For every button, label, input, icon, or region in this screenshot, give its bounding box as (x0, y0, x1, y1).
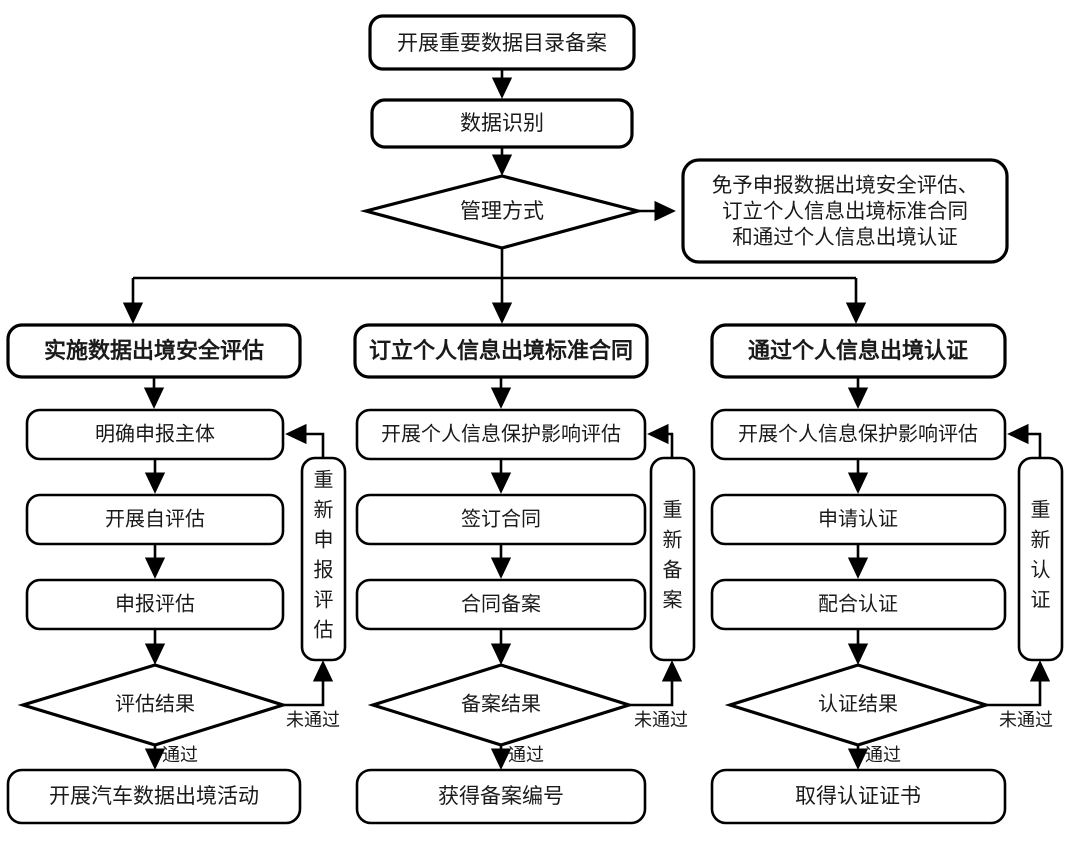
branch2-loop-char-1: 新 (663, 528, 683, 552)
branch1-loop-char-2: 申 (314, 528, 334, 552)
branch1-step-2-label: 开展自评估 (105, 507, 205, 531)
branch3-loop-char-3: 证 (1031, 588, 1051, 612)
branch1-result-shape (6, 768, 302, 825)
branch3-pass-label: 通过 (865, 745, 901, 766)
branch2-loop-char-0: 重 (663, 498, 683, 522)
node-exempt-line3: 和通过个人信息出境认证 (732, 225, 958, 249)
branch1-result[interactable]: 开展汽车数据出境活动 (6, 768, 302, 825)
branch1-loop-char-3: 报 (314, 558, 334, 582)
branch1-loop-char-5: 估 (314, 618, 334, 642)
branch1-step-2[interactable]: 开展自评估 (25, 493, 285, 546)
branch3-header-label: 通过个人信息出境认证 (748, 338, 968, 364)
branch3-loop-char-2: 认 (1031, 558, 1051, 582)
branch2-result-label: 获得备案编号 (438, 784, 564, 808)
branch2-loop-char-2: 备 (663, 558, 683, 582)
branch3-step-3-label: 配合认证 (818, 592, 898, 616)
branch3-step-3[interactable]: 配合认证 (710, 578, 1007, 631)
branch2-loop-char-3: 案 (663, 588, 683, 612)
branch1-loop-box[interactable]: 重 新 申 报 评 估 (300, 456, 347, 662)
edge-branch3-loop-return (1007, 423, 1042, 458)
branch2-step-3-label: 合同备案 (461, 592, 541, 616)
branch2-fail-label: 未通过 (634, 710, 688, 731)
branch3-result-label: 取得认证证书 (795, 784, 921, 808)
branch1-header-label: 实施数据出境安全评估 (44, 338, 264, 364)
branch3-result[interactable]: 取得认证证书 (710, 768, 1007, 825)
branch1-loop-char-4: 评 (314, 588, 334, 612)
node-identify-label: 数据识别 (460, 111, 544, 135)
branch2-step-1[interactable]: 开展个人信息保护影响评估 (355, 408, 647, 461)
branch2-decision-label: 备案结果 (461, 692, 541, 716)
branch3-step-2[interactable]: 申请认证 (710, 493, 1007, 546)
node-identify[interactable]: 数据识别 (370, 98, 634, 149)
branch1-step-1-label: 明确申报主体 (95, 422, 215, 446)
node-decision-management-mode[interactable]: 管理方式 (359, 174, 645, 250)
branch3-loop-char-0: 重 (1031, 498, 1051, 522)
branch3-fail-label: 未通过 (999, 710, 1053, 731)
branch3-loop-box[interactable]: 重 新 认 证 (1017, 456, 1064, 662)
branch3-decision-label: 认证结果 (818, 692, 898, 716)
branch2-result[interactable]: 获得备案编号 (355, 768, 647, 825)
branch2-result-shape (355, 768, 647, 825)
branch1-decision[interactable]: 评估结果 (17, 663, 289, 747)
branch3-step-2-label: 申请认证 (818, 507, 898, 531)
branch3-result-shape (710, 768, 1007, 825)
branch3-header[interactable]: 通过个人信息出境认证 (710, 323, 1007, 379)
branch2-header-label: 订立个人信息出境标准合同 (369, 338, 633, 364)
node-exempt-line1: 免予申报数据出境安全评估、 (712, 173, 979, 197)
branch1-pass-label: 通过 (162, 745, 198, 766)
edge-branch1-fail (283, 660, 334, 707)
edge-branch2-loop-return (647, 423, 674, 458)
branch2-step-3[interactable]: 合同备案 (355, 578, 647, 631)
branch1-loop-char-1: 新 (314, 498, 334, 522)
edge-branch2-fail (629, 660, 683, 707)
node-start[interactable]: 开展重要数据目录备案 (368, 14, 636, 71)
branch1-loop-char-0: 重 (314, 468, 334, 492)
branch3-loop-char-1: 新 (1031, 528, 1051, 552)
branch1-header[interactable]: 实施数据出境安全评估 (6, 323, 302, 379)
branch1-decision-label: 评估结果 (115, 692, 195, 716)
branch1-step-3-label: 申报评估 (115, 592, 195, 616)
node-decision-label: 管理方式 (460, 199, 544, 223)
branch2-loop-box[interactable]: 重 新 备 案 (649, 456, 696, 662)
branch1-result-label: 开展汽车数据出境活动 (49, 784, 259, 808)
branch3-step-1-label: 开展个人信息保护影响评估 (738, 422, 978, 446)
branch2-decision[interactable]: 备案结果 (367, 663, 635, 747)
node-start-label: 开展重要数据目录备案 (397, 31, 607, 55)
branch1-step-3[interactable]: 申报评估 (25, 578, 285, 631)
node-exempt-shape (681, 158, 1009, 264)
branch3-step-1[interactable]: 开展个人信息保护影响评估 (710, 408, 1007, 461)
branch1-fail-label: 未通过 (286, 710, 340, 731)
branch2-step-1-label: 开展个人信息保护影响评估 (381, 422, 621, 446)
node-exempt-line2: 订立个人信息出境标准合同 (722, 199, 968, 223)
branch2-header[interactable]: 订立个人信息出境标准合同 (353, 323, 649, 379)
branch2-step-2[interactable]: 签订合同 (355, 493, 647, 546)
edge-branch1-loop-return (285, 423, 325, 458)
branch2-step-2-label: 签订合同 (461, 507, 541, 531)
branch3-decision[interactable]: 认证结果 (724, 663, 992, 747)
edge-branch3-fail (986, 660, 1051, 707)
branch2-pass-label: 通过 (508, 745, 544, 766)
branch1-step-1[interactable]: 明确申报主体 (25, 408, 285, 461)
node-exempt[interactable]: 免予申报数据出境安全评估、 订立个人信息出境标准合同 和通过个人信息出境认证 (681, 158, 1009, 264)
